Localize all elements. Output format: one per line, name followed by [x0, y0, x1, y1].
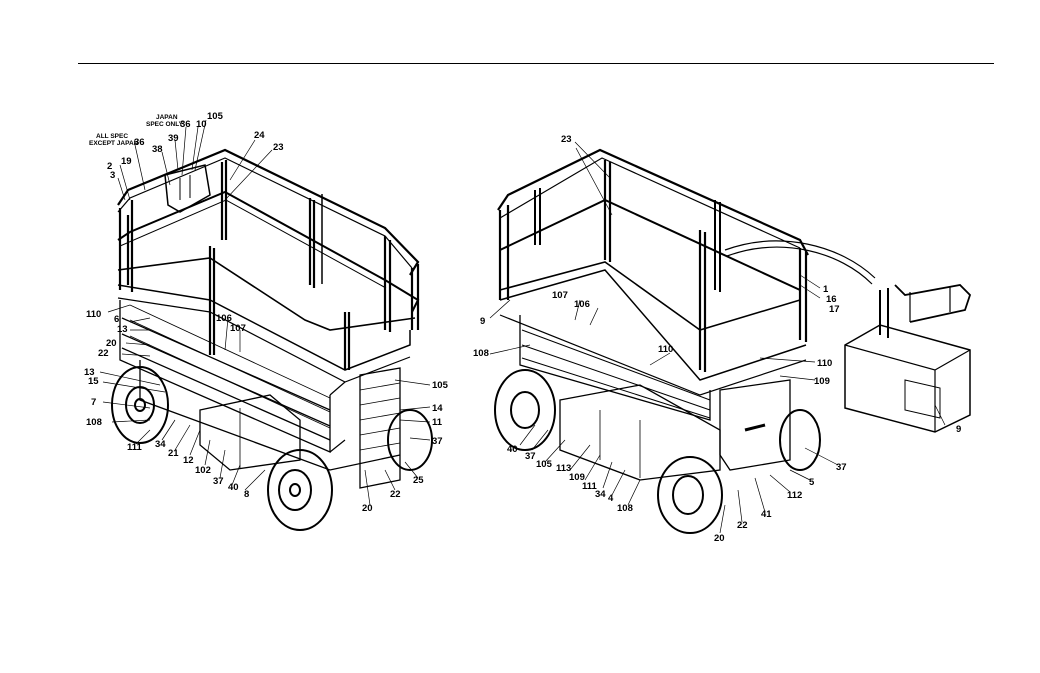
- callout-label: 105: [536, 459, 553, 470]
- callout-label: 109: [814, 376, 830, 387]
- callout-label: 19: [121, 156, 132, 167]
- callout-label: 9: [956, 424, 961, 435]
- callout-label: 12: [183, 455, 194, 466]
- callout-label: 37: [432, 436, 443, 447]
- callout-label: 5: [809, 477, 815, 488]
- callout-label: 13: [117, 324, 128, 335]
- callout-label: 38: [152, 144, 163, 155]
- callout-label: 108: [473, 348, 489, 359]
- callout-label: 3: [110, 170, 115, 181]
- callout-label: 110: [86, 309, 101, 320]
- callout-label: 11: [432, 417, 443, 428]
- left-machine: [100, 120, 432, 530]
- callout-label: 39: [168, 133, 179, 144]
- callout-label: 22: [98, 348, 109, 359]
- callout-label: 22: [390, 489, 401, 500]
- callout-label: 24: [254, 130, 265, 141]
- callout-label: 110: [817, 358, 832, 369]
- callout-label: 106: [574, 299, 590, 310]
- callout-label: 14: [432, 403, 443, 414]
- callout-label: 23: [561, 134, 572, 145]
- callout-label: 25: [413, 475, 424, 486]
- callout-label: 9: [480, 316, 485, 327]
- callout-label: 22: [737, 520, 748, 531]
- callout-label: 20: [362, 503, 373, 514]
- callout-label: 113: [556, 463, 571, 474]
- right-machine: [490, 142, 970, 533]
- callout-label: 37: [525, 451, 536, 462]
- callout-label: 34: [155, 439, 166, 450]
- callout-label: 10: [196, 119, 207, 130]
- callout-label: 17: [829, 304, 840, 315]
- spec-note-all: ALL SPEC: [96, 133, 128, 140]
- callout-label: 4: [608, 493, 614, 504]
- callout-label: 21: [168, 448, 179, 459]
- spec-note-japan: JAPAN: [156, 114, 178, 121]
- callout-label: 109: [569, 472, 585, 483]
- callout-label: 111: [127, 442, 143, 453]
- callout-label: 112: [787, 490, 802, 501]
- callout-label: 105: [432, 380, 449, 391]
- callout-label: 107: [230, 323, 246, 334]
- callout-label: 37: [213, 476, 224, 487]
- callout-label: 40: [228, 482, 239, 493]
- callout-label: 40: [507, 444, 518, 455]
- callout-label: 23: [273, 142, 284, 153]
- spec-note-all: EXCEPT JAPAN: [89, 140, 139, 147]
- spec-note-japan: SPEC ONLY: [146, 121, 184, 128]
- callout-label: 108: [86, 417, 102, 428]
- callout-label: 37: [836, 462, 847, 473]
- callout-label: 15: [88, 376, 99, 387]
- callout-label: 7: [91, 397, 96, 408]
- callout-label: 105: [207, 111, 224, 122]
- callout-label: 107: [552, 290, 568, 301]
- callout-label: 108: [617, 503, 633, 514]
- callout-label: 8: [244, 489, 249, 500]
- callout-label: 41: [761, 509, 772, 520]
- callout-label: 102: [195, 465, 211, 476]
- callout-label: 20: [714, 533, 725, 544]
- callout-label: 110: [658, 344, 673, 355]
